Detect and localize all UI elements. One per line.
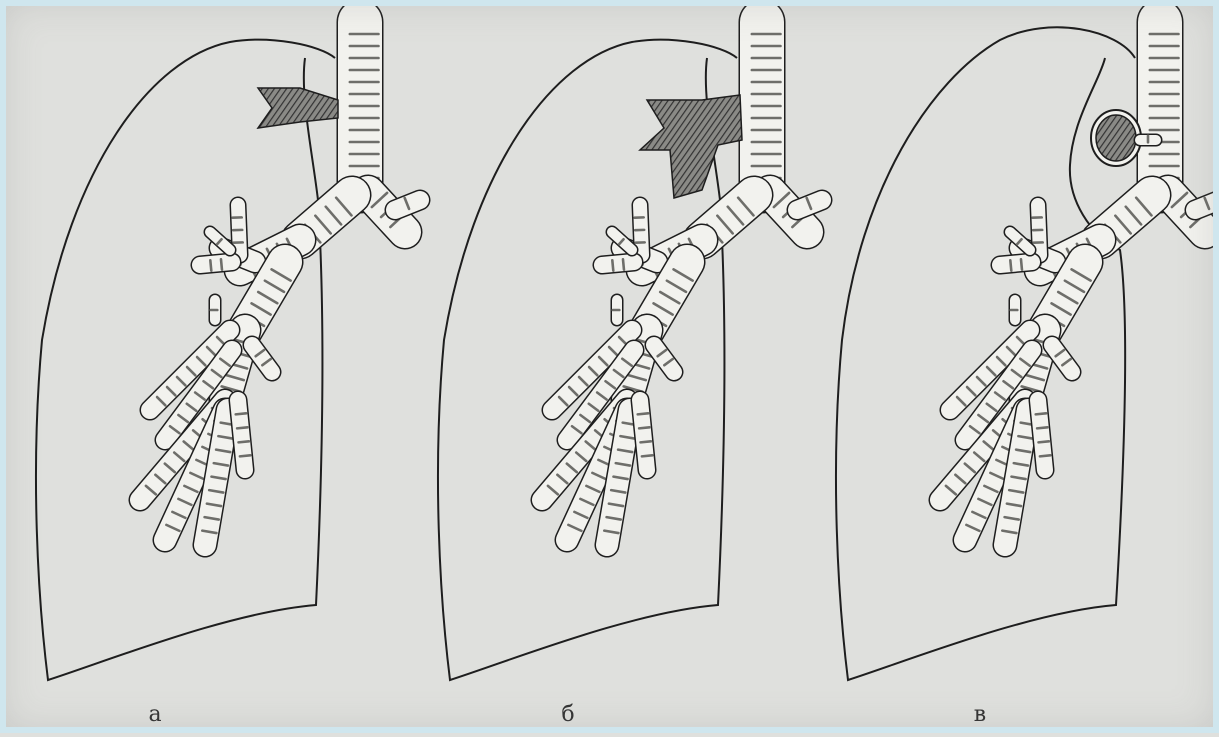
lower-branch-6 xyxy=(638,400,653,470)
lung-outline xyxy=(836,27,1135,680)
lateral-branch xyxy=(654,345,674,372)
lung-panel-a xyxy=(36,22,420,680)
trachea xyxy=(1150,22,1179,190)
lateral-branch xyxy=(1052,345,1072,372)
right-bronchus-stub xyxy=(797,198,822,210)
right-bronchus-stub xyxy=(1195,198,1219,210)
trachea xyxy=(752,22,781,190)
small-branch xyxy=(211,300,218,320)
upper-branch-3 xyxy=(200,259,232,270)
nodule-stalk xyxy=(1140,136,1156,143)
lesion-wedge xyxy=(258,88,338,128)
panel-c-label: в xyxy=(974,702,986,727)
lower-branch-6 xyxy=(1036,400,1051,470)
lateral-branch xyxy=(252,345,272,372)
small-branch xyxy=(613,300,620,320)
lesion-large xyxy=(640,95,742,198)
upper-branch-3 xyxy=(1000,259,1032,270)
right-bronchus-stub xyxy=(395,198,420,210)
lower-branch-6 xyxy=(236,400,251,470)
panel-a-label: а xyxy=(148,702,161,727)
lung-panel-b xyxy=(438,22,822,680)
nodule-lesion xyxy=(1096,115,1136,161)
upper-branch-3 xyxy=(602,259,634,270)
trachea xyxy=(350,22,379,190)
lung-panel-c xyxy=(836,22,1219,680)
small-branch xyxy=(1011,300,1018,320)
panel-b-label: б xyxy=(561,702,574,727)
